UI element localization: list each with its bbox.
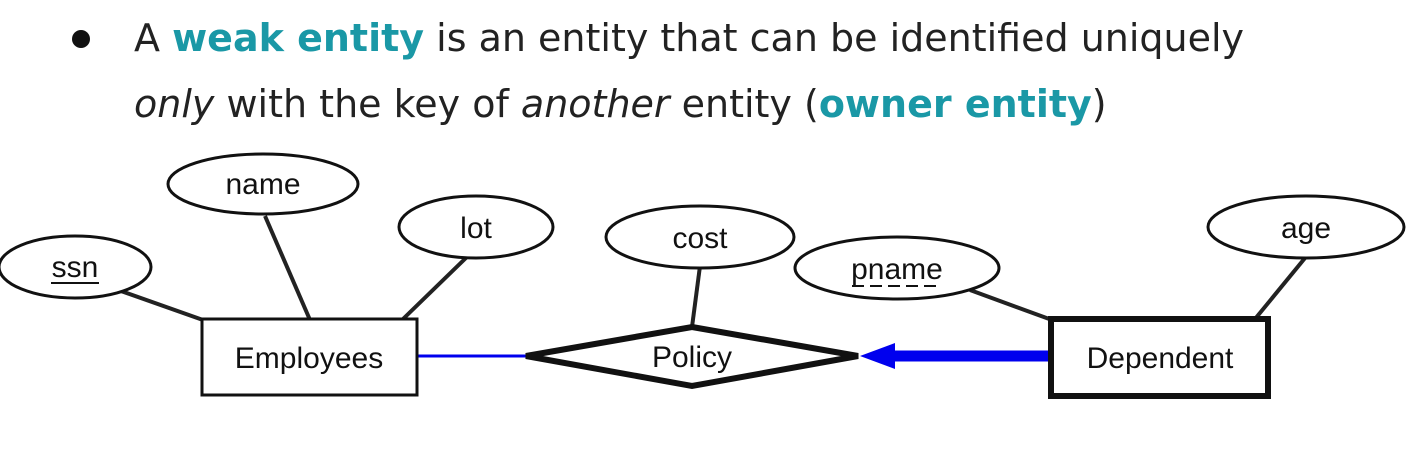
attr-lot-oval [397,194,555,260]
attr-name-oval [166,152,360,216]
entity-dependent-box [1048,316,1271,399]
text-mid3: entity ( [669,82,819,126]
bullet-line-2: only with the key of another entity (own… [134,82,1107,126]
relationship-policy-diamond [525,323,859,390]
text-mid2: with the key of [214,82,521,126]
entity-dependent-label: Dependent [1087,342,1234,375]
attr-ssn-label: ssn [52,251,99,284]
attr-cost-label: cost [672,222,728,255]
text-another: another [520,82,670,126]
edge-age-dependent [1253,256,1307,321]
edge-name-employees [263,215,312,321]
term-weak-entity: weak entity [172,16,425,60]
attr-name-label: name [225,168,300,201]
bullet-dot [72,30,90,48]
attr-pname-label: pname [851,253,943,286]
entity-employees-label: Employees [235,342,383,375]
attr-cost-oval [604,204,796,270]
edge-cost-policy [690,265,702,328]
edge-ssn-employees [117,288,204,322]
bullet-line-1: A weak entity is an entity that can be i… [134,16,1244,60]
attr-age-label: age [1281,212,1331,245]
attr-pname-oval [793,235,1001,301]
entity-employees-box [200,317,419,397]
attr-lot-label: lot [460,212,492,245]
term-owner-entity: owner entity [818,82,1092,126]
text-mid: is an entity that can be identified uniq… [424,16,1245,60]
text-suffix: ) [1091,82,1107,126]
text-only: only [134,82,215,126]
edge-pname-dependent [969,288,1053,322]
arrowhead-icon [860,343,895,369]
edge-lot-employees [400,252,472,322]
attr-ssn-oval [0,234,153,300]
text-prefix: A [134,16,173,60]
attr-age-oval [1206,194,1406,260]
relationship-policy-label: Policy [652,341,732,374]
bullet-block: A weak entity is an entity that can be i… [0,0,1419,160]
